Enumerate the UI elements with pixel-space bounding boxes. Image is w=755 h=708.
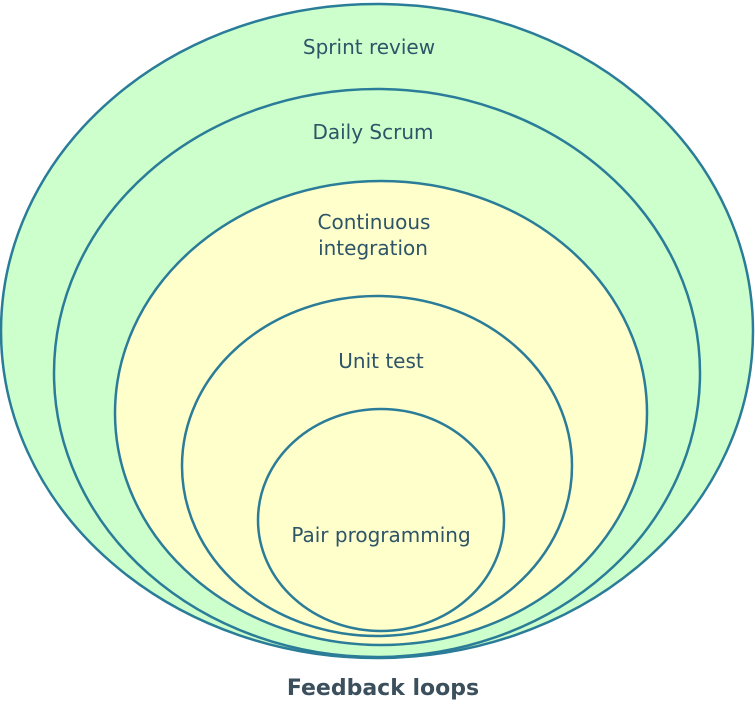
continuous-integration-label-line2: integration (318, 236, 428, 260)
diagram-caption: Feedback loops (287, 676, 479, 701)
unit-test-label: Unit test (338, 349, 424, 373)
daily-scrum-label: Daily Scrum (312, 120, 433, 144)
continuous-integration-label-line1: Continuous (318, 210, 431, 234)
sprint-review-label: Sprint review (303, 35, 435, 59)
pair-programming-loop (256, 407, 506, 633)
pair-programming-label: Pair programming (291, 523, 470, 547)
